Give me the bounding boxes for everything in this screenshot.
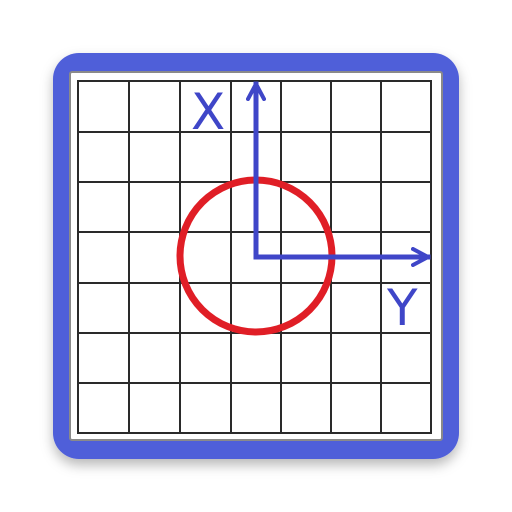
x-axis-label: X: [191, 83, 225, 141]
y-axis-label: Y: [386, 279, 418, 337]
